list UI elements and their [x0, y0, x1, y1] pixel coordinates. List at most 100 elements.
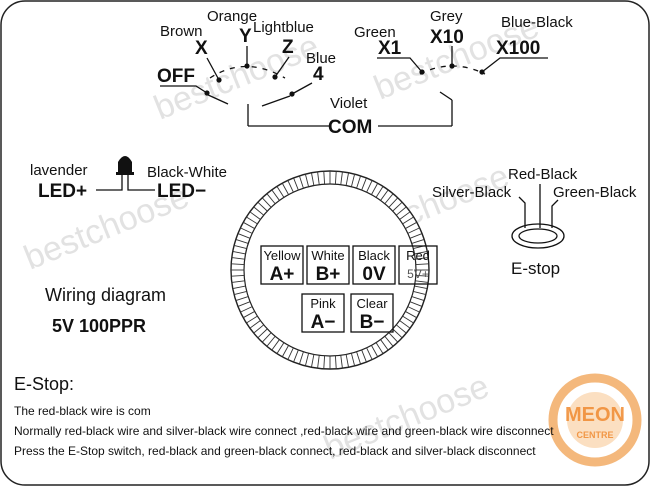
wire-label-lightblue: Lightblue [253, 19, 314, 36]
encoder-tick [266, 335, 276, 347]
logo-core [567, 392, 623, 448]
contact-x100-dot [479, 69, 485, 75]
logo-text-top: MEON [565, 404, 625, 426]
encoder-tick [366, 347, 373, 360]
encoder-tick [350, 353, 356, 367]
encoder-tick [271, 189, 280, 201]
logo-ring [548, 373, 642, 467]
encoder-pin-b-plus: White B+ [306, 245, 350, 285]
encoder-tick [287, 347, 294, 360]
estop-note-line: Normally red-black wire and silver-black… [14, 424, 554, 438]
encoder-tick [304, 353, 310, 367]
encoder-tick [311, 354, 315, 368]
encoder-tick [317, 355, 320, 369]
encoder-tick [375, 342, 384, 354]
pin-wire-clear: Clear [356, 296, 388, 311]
encoder-tick [366, 180, 373, 193]
contact-y-dot [244, 63, 250, 69]
position-label-x: X [195, 38, 208, 59]
encoder-tick [345, 172, 349, 186]
encoder-tick [243, 221, 255, 229]
encoder-tick [249, 320, 261, 329]
encoder-tick [405, 311, 417, 319]
pin-wire-yellow: Yellow [263, 248, 301, 263]
encoder-tick [411, 238, 425, 244]
contact-x-dot [216, 77, 222, 83]
encoder-tick [243, 311, 255, 319]
encoder-tick [409, 301, 423, 307]
led-flange [116, 172, 134, 175]
encoder-tick [293, 177, 299, 191]
encoder-tick [231, 280, 245, 283]
encoder-tick [246, 216, 258, 225]
pin-signal-a-plus: A+ [270, 264, 295, 285]
pin-box [301, 293, 345, 333]
wire-label-blue: Blue [306, 50, 336, 67]
encoder-tick [350, 173, 356, 187]
pin-box [350, 293, 394, 333]
selector-arc [209, 65, 286, 79]
pin-signal-0v: 0V [362, 264, 386, 285]
diagram-spec: 5V 100PPR [52, 316, 146, 336]
encoder-tick [232, 285, 246, 289]
encoder-tick [298, 175, 304, 189]
pin-wire-red: Red [406, 248, 430, 263]
encoder-tick [261, 197, 272, 208]
x1-terminal-wire [377, 57, 423, 73]
encoder-tick [361, 177, 367, 191]
position-label-x1: X1 [378, 38, 402, 59]
axis-selector-switch: Brown Orange Lightblue Blue X Y Z 4 OFF [157, 8, 336, 126]
encoder-tick [361, 349, 367, 363]
encoder-tick [402, 315, 414, 324]
encoder-pin-0v: Black 0V [352, 245, 396, 285]
multiplier-arc [419, 65, 486, 75]
encoder-tick [317, 171, 320, 185]
encoder-tick [235, 238, 249, 244]
encoder-tick [409, 233, 423, 239]
encoder-tick [240, 227, 253, 234]
encoder-tick [231, 263, 245, 266]
encoder-tick [415, 263, 429, 266]
encoder-pin-5v: Red 5V+ [398, 245, 438, 285]
led-icon [118, 156, 132, 173]
pin-wire-black: Black [358, 248, 390, 263]
wire-label-silver-black: Silver-Black [432, 184, 512, 201]
wire-label-orange: Orange [207, 8, 257, 25]
encoder-dial: Yellow A+ White B+ Black 0V Red 5V+ Pink… [230, 170, 438, 370]
estop-button-icon [511, 223, 565, 249]
logo-text-bottom: CENTRE [576, 430, 613, 440]
encoder-tick [375, 186, 384, 198]
encoder-tick [407, 306, 420, 313]
wire-label-brown: Brown [160, 23, 203, 40]
wire-label-lavender: lavender [30, 162, 88, 179]
position-label-x10: X10 [430, 27, 464, 48]
common-bus: Violet COM [248, 95, 452, 138]
encoder-tick [356, 175, 362, 189]
encoder-tick [411, 296, 425, 302]
pin-wire-white: White [311, 248, 344, 263]
encoder-tick [340, 171, 343, 185]
multiplier-wiper [439, 91, 453, 101]
estop-note-line: The red-black wire is com [14, 404, 151, 418]
encoder-tick [413, 290, 427, 296]
encoder-tick [415, 274, 429, 277]
encoder-tick [276, 186, 285, 198]
encoder-tick [402, 216, 414, 225]
encoder-tick [276, 342, 285, 354]
encoder-ticks [231, 171, 429, 369]
estop-lead-right [551, 199, 559, 228]
multiplier-selector-switch: Green Grey Blue-Black X1 X10 X100 [354, 8, 573, 126]
encoder-tick [253, 324, 265, 334]
brand-logo: MEON CENTRE [548, 373, 642, 467]
contact-z-dot [272, 74, 278, 80]
encoder-tick [235, 296, 249, 302]
pin-signal-a-minus: A− [311, 312, 336, 333]
estop-notes: E-Stop: The red-black wire is com Normal… [14, 374, 644, 461]
wire-label-black-white: Black-White [147, 164, 227, 181]
encoder-tick [384, 193, 394, 205]
encoder-tick [414, 285, 428, 289]
encoder-tick [371, 345, 379, 357]
pin-box [306, 245, 350, 285]
